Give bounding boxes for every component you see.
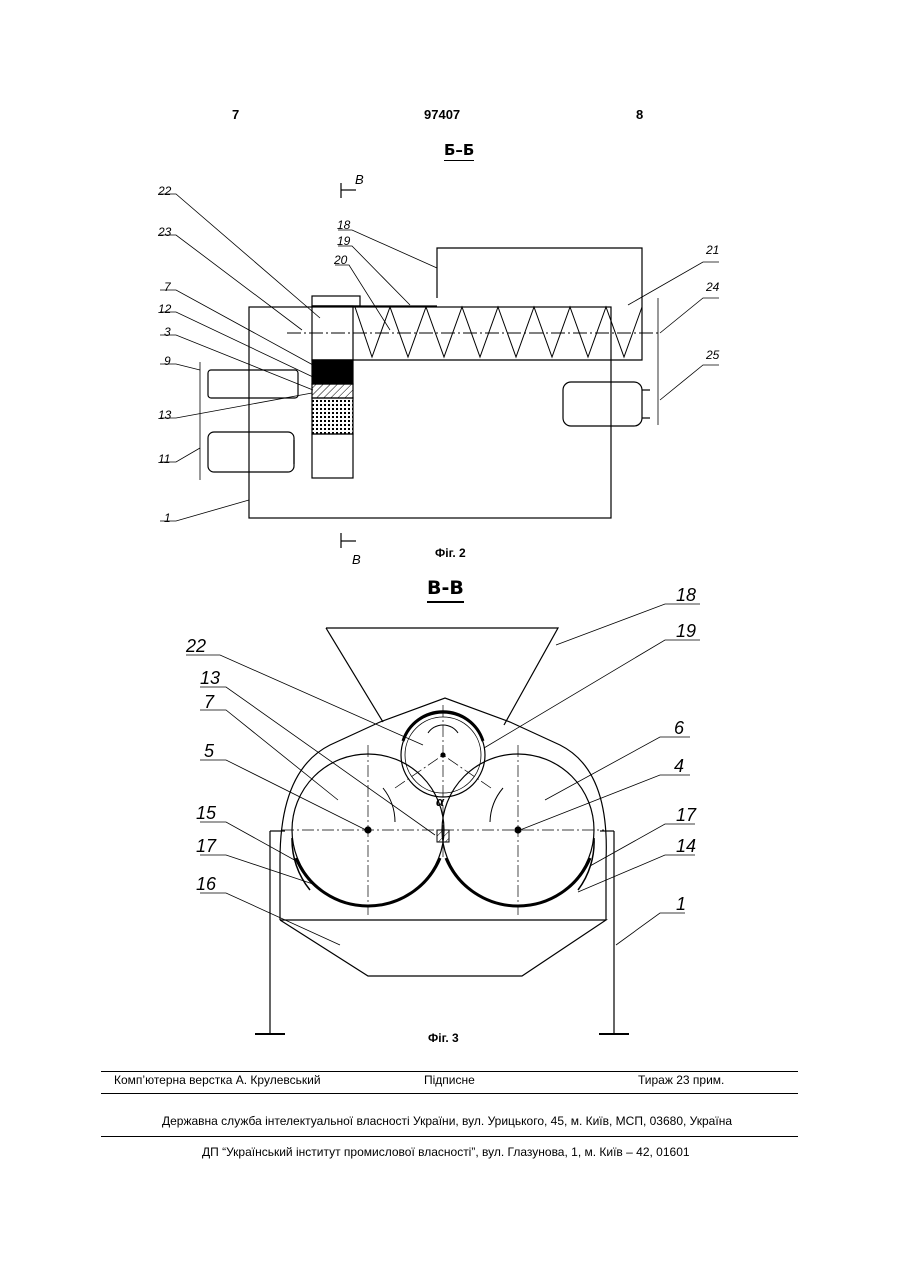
fig2-label-20: 20 xyxy=(334,253,347,267)
footer-rule-bottom xyxy=(101,1136,798,1137)
part-7-block xyxy=(312,360,353,384)
fig3-label-18: 18 xyxy=(676,585,696,606)
footer-rule-middle xyxy=(101,1093,798,1094)
fig2-label-21: 21 xyxy=(706,243,719,257)
motor-25 xyxy=(563,382,642,426)
fig3-label-17-left: 17 xyxy=(196,836,216,857)
fig2-label-19: 19 xyxy=(337,234,350,248)
fig2-cut-mark-bottom: В xyxy=(352,552,361,567)
fig3-caption: Фіг. 3 xyxy=(428,1031,459,1045)
motor-11 xyxy=(208,432,294,472)
footer-layout-credit: Комп’ютерна верстка А. Крулевський xyxy=(114,1073,321,1087)
fig3-label-19: 19 xyxy=(676,621,696,642)
fig3-label-6: 6 xyxy=(674,718,684,739)
fig2-label-23: 23 xyxy=(158,225,171,239)
fig2-label-9: 9 xyxy=(164,354,171,368)
fig3-drawing xyxy=(186,604,700,1034)
fig3-label-14: 14 xyxy=(676,836,696,857)
fig2-label-22: 22 xyxy=(158,184,171,198)
fig3-label-15: 15 xyxy=(196,803,216,824)
footer-office-line: Державна служба інтелектуальної власност… xyxy=(162,1114,732,1128)
footer-signed: Підписне xyxy=(424,1073,475,1087)
fig2-label-24: 24 xyxy=(706,280,719,294)
motor-3 xyxy=(208,370,298,398)
fig3-label-16: 16 xyxy=(196,874,216,895)
fig3-label-17-right: 17 xyxy=(676,805,696,826)
footer-rule-top xyxy=(101,1071,798,1072)
fig3-label-5: 5 xyxy=(204,741,214,762)
footer-circulation: Тираж 23 прим. xyxy=(638,1073,724,1087)
fig2-drawing xyxy=(160,183,719,548)
fig2-label-7: 7 xyxy=(164,280,171,294)
fig2-label-13: 13 xyxy=(158,408,171,422)
fig3-label-22: 22 xyxy=(186,636,206,657)
fig2-label-25: 25 xyxy=(706,348,719,362)
fig2-caption: Фіг. 2 xyxy=(435,546,466,560)
footer-institute-line: ДП “Український інститут промислової вла… xyxy=(202,1145,690,1159)
fig2-label-3: 3 xyxy=(164,325,171,339)
fig3-label-1: 1 xyxy=(676,894,686,915)
fig2-cut-mark-top: В xyxy=(355,172,364,187)
frame-1 xyxy=(249,307,611,518)
fig3-label-7: 7 xyxy=(204,692,214,713)
fig2-label-18: 18 xyxy=(337,218,350,232)
fig3-label-4: 4 xyxy=(674,756,684,777)
fig2-label-11: 11 xyxy=(158,452,170,466)
fig2-label-12: 12 xyxy=(158,302,171,316)
fig3-angle-alpha: α xyxy=(436,794,444,809)
fig2-label-1: 1 xyxy=(164,511,171,525)
fig3-label-13: 13 xyxy=(200,668,220,689)
